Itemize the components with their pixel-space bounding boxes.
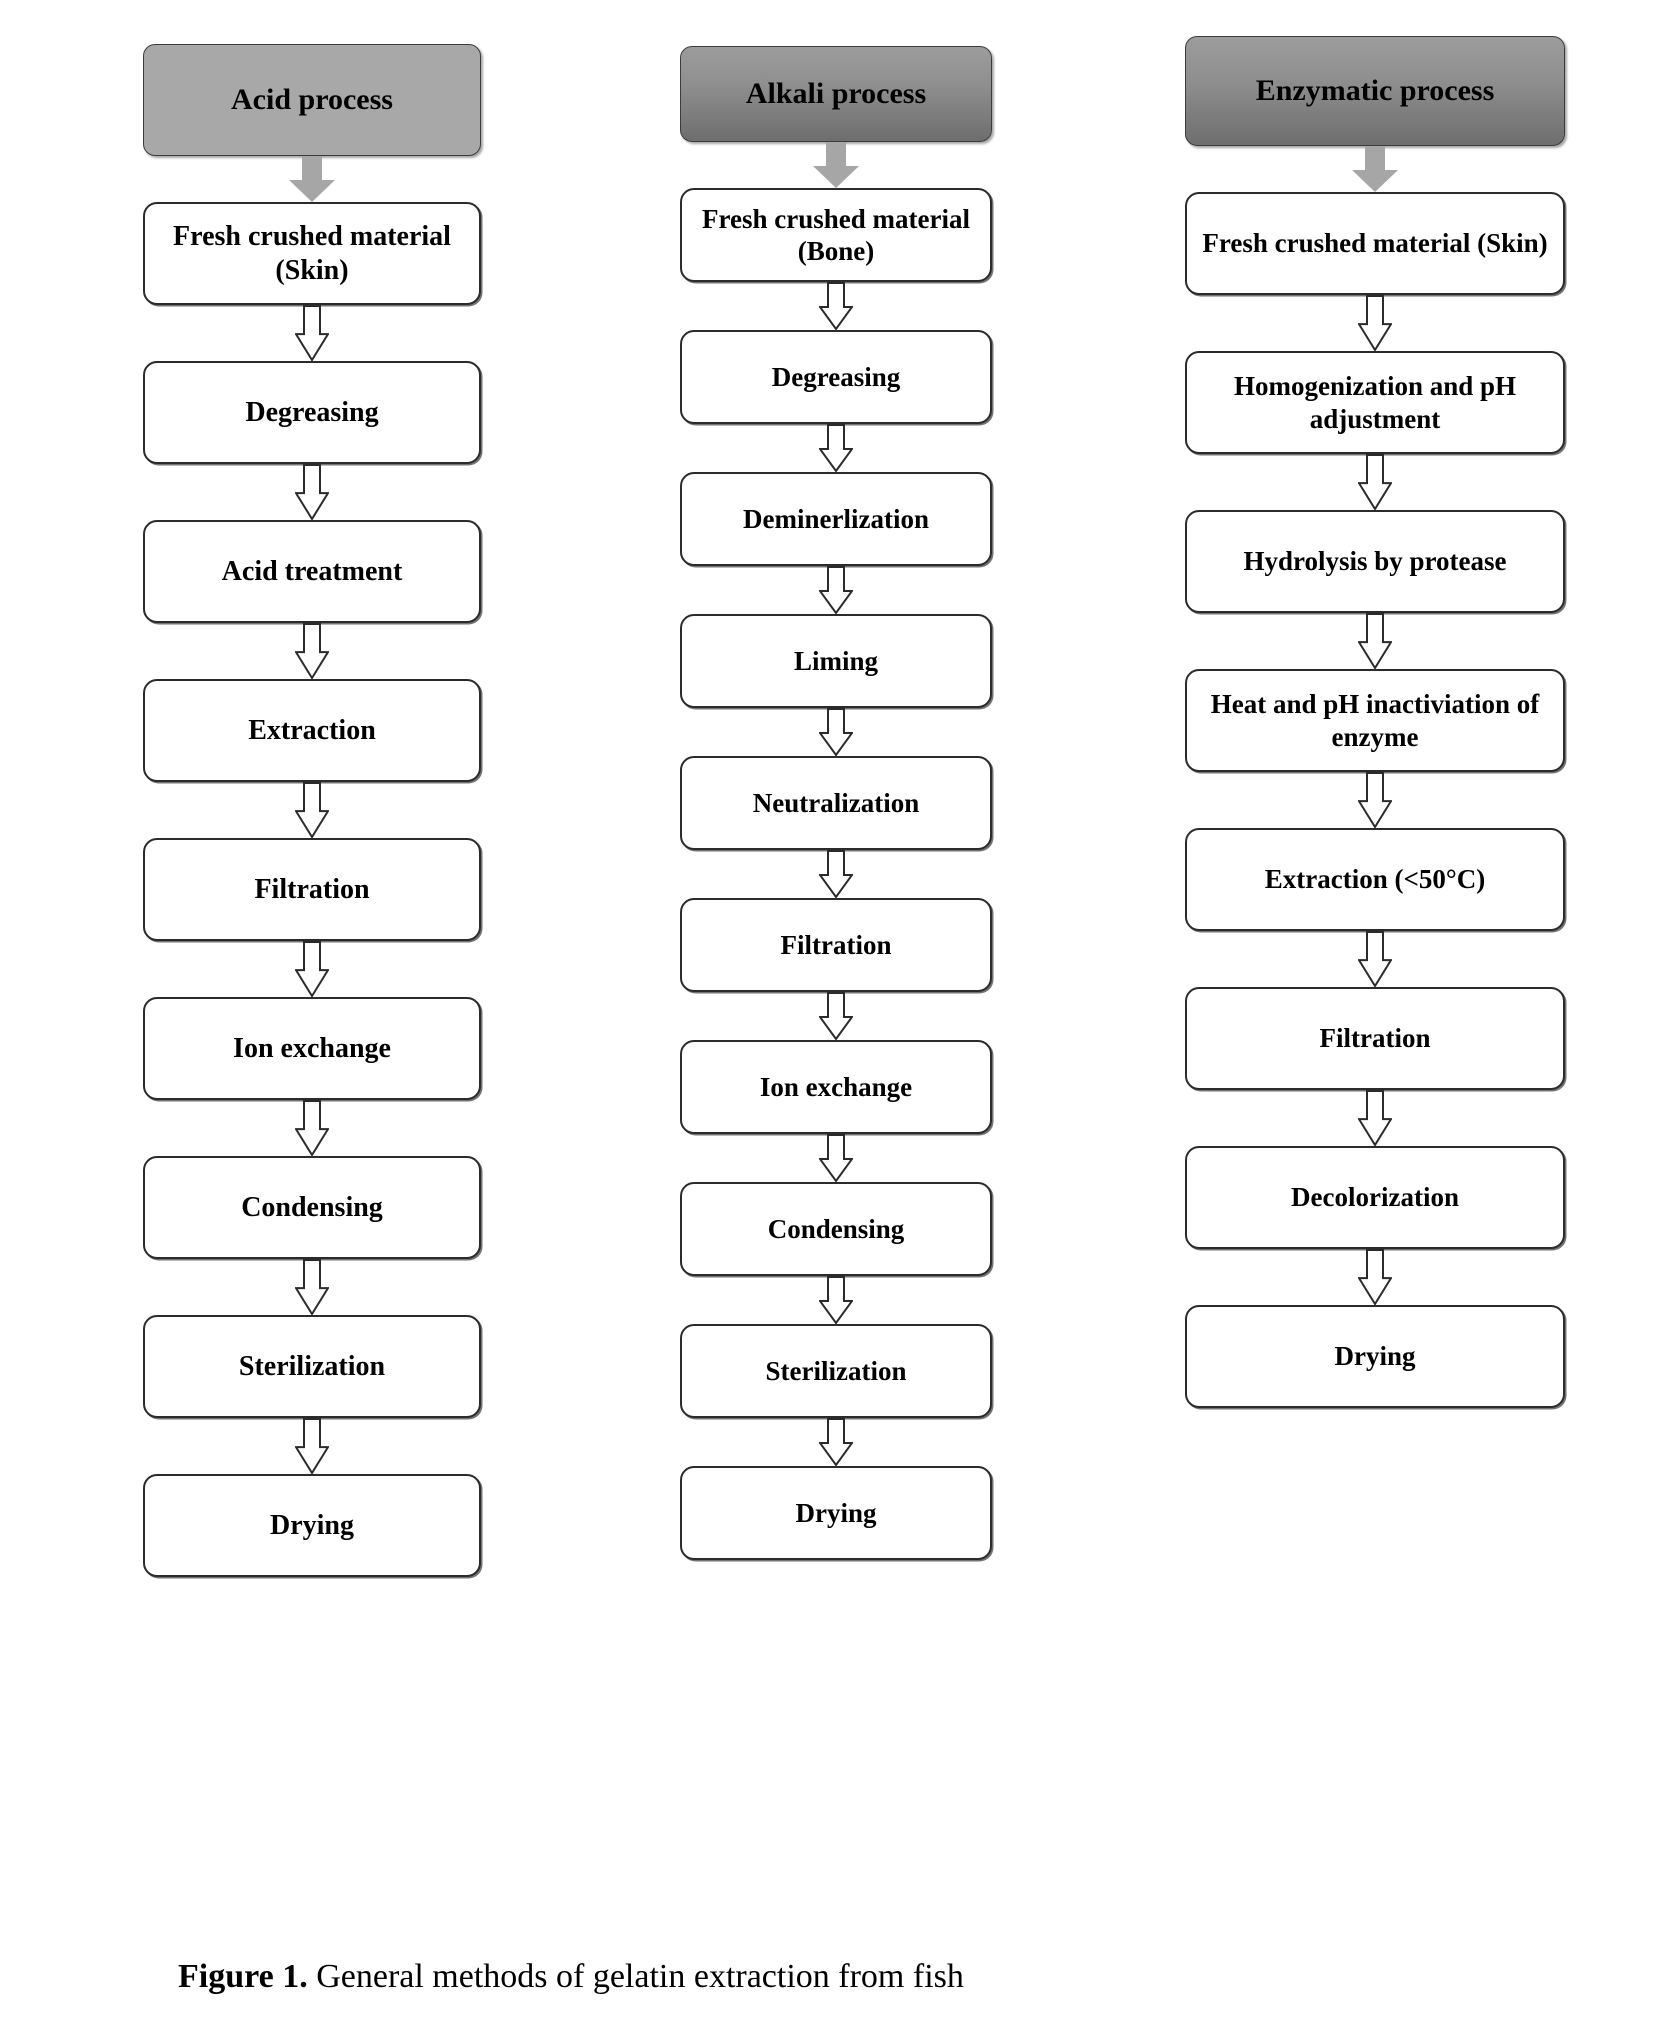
step-arrow-icon [819, 282, 853, 330]
step-box[interactable]: Hydrolysis by protease [1185, 510, 1565, 613]
step-box-label: Sterilization [765, 1355, 907, 1386]
step-box-label: Decolorization [1291, 1182, 1459, 1213]
step-arrow-icon [819, 992, 853, 1040]
step-arrow-icon [1358, 1249, 1392, 1305]
step-arrow-icon [1358, 931, 1392, 987]
process-start-arrow-icon [813, 142, 859, 188]
step-arrow-icon [295, 1259, 329, 1315]
step-box-label: Extraction [248, 714, 376, 746]
step-box[interactable]: Drying [680, 1466, 992, 1560]
step-box[interactable]: Drying [143, 1474, 481, 1577]
step-box-label: Hydrolysis by protease [1243, 546, 1507, 577]
process-start-arrow-icon [289, 156, 335, 202]
step-box[interactable]: Decolorization [1185, 1146, 1565, 1249]
step-box[interactable]: Condensing [143, 1156, 481, 1259]
step-box[interactable]: Degreasing [680, 330, 992, 424]
step-arrow-icon [819, 708, 853, 756]
step-box-label: Ion exchange [233, 1032, 391, 1064]
step-box-label: Homogenization and pH adjustment [1233, 371, 1517, 434]
step-box[interactable]: Ion exchange [680, 1040, 992, 1134]
step-arrow-icon [1358, 295, 1392, 351]
process-start-arrow-icon [1352, 146, 1398, 192]
step-box[interactable]: Fresh crushed material (Bone) [680, 188, 992, 282]
step-box-label: Neutralization [752, 787, 920, 818]
process-column-enzymatic: Enzymatic process Fresh crushed material… [1185, 0, 1565, 1408]
step-box-label: Drying [795, 1497, 877, 1528]
step-box[interactable]: Sterilization [680, 1324, 992, 1418]
step-arrow-icon [295, 1418, 329, 1474]
step-box-label: Ion exchange [759, 1071, 913, 1102]
step-box-label: Deminerlization [743, 503, 929, 534]
step-arrow-icon [1358, 454, 1392, 510]
step-arrow-icon [819, 850, 853, 898]
step-box-label: Degreasing [771, 361, 901, 392]
step-box[interactable]: Drying [1185, 1305, 1565, 1408]
step-box-label: Filtration [780, 929, 892, 960]
step-box-label: Fresh crushed material (Skin) [173, 220, 451, 286]
step-box[interactable]: Filtration [143, 838, 481, 941]
step-box-label: Heat and pH inactiviation of enzyme [1210, 689, 1540, 752]
step-box[interactable]: Condensing [680, 1182, 992, 1276]
step-box-label: Filtration [254, 873, 370, 905]
step-box-label: Fresh crushed material (Skin) [1202, 228, 1548, 259]
step-box[interactable]: Acid treatment [143, 520, 481, 623]
step-box[interactable]: Ion exchange [143, 997, 481, 1100]
process-header-enzymatic[interactable]: Enzymatic process [1185, 36, 1565, 146]
step-box[interactable]: Extraction (<50°C) [1185, 828, 1565, 931]
step-box-label: Drying [1334, 1341, 1416, 1372]
step-box-label: Acid treatment [221, 555, 403, 587]
step-box[interactable]: Liming [680, 614, 992, 708]
step-arrow-icon [819, 1418, 853, 1466]
step-arrow-icon [295, 1100, 329, 1156]
step-box[interactable]: Fresh crushed material (Skin) [1185, 192, 1565, 295]
step-arrow-icon [295, 305, 329, 361]
step-arrow-icon [295, 464, 329, 520]
step-box[interactable]: Filtration [1185, 987, 1565, 1090]
step-box-label: Extraction (<50°C) [1264, 864, 1486, 895]
step-box[interactable]: Filtration [680, 898, 992, 992]
step-arrow-icon [819, 1276, 853, 1324]
step-arrow-icon [819, 1134, 853, 1182]
step-arrow-icon [295, 782, 329, 838]
step-arrow-icon [1358, 772, 1392, 828]
step-arrow-icon [819, 566, 853, 614]
step-box[interactable]: Sterilization [143, 1315, 481, 1418]
step-box[interactable]: Extraction [143, 679, 481, 782]
process-column-alkali: Alkali process Fresh crushed material (B… [680, 0, 992, 1560]
step-box-label: Liming [793, 645, 879, 676]
step-box-label: Drying [270, 1509, 354, 1541]
step-arrow-icon [295, 941, 329, 997]
step-box-label: Condensing [767, 1213, 905, 1244]
step-box[interactable]: Neutralization [680, 756, 992, 850]
process-header-acid[interactable]: Acid process [143, 44, 481, 156]
step-arrow-icon [819, 424, 853, 472]
step-arrow-icon [295, 623, 329, 679]
step-box-label: Condensing [241, 1191, 383, 1223]
figure-caption-label: Figure 1. [178, 1958, 308, 1995]
figure-caption: Figure 1. General methods of gelatin ext… [178, 1958, 964, 1996]
step-box[interactable]: Deminerlization [680, 472, 992, 566]
step-box-label: Degreasing [245, 396, 379, 428]
step-box[interactable]: Heat and pH inactiviation of enzyme [1185, 669, 1565, 772]
step-box[interactable]: Degreasing [143, 361, 481, 464]
figure-caption-text: General methods of gelatin extraction fr… [307, 1958, 964, 1995]
step-box-label: Filtration [1319, 1023, 1431, 1054]
process-column-acid: Acid process Fresh crushed material (Ski… [143, 0, 481, 1577]
step-box[interactable]: Homogenization and pH adjustment [1185, 351, 1565, 454]
step-box[interactable]: Fresh crushed material (Skin) [143, 202, 481, 305]
step-arrow-icon [1358, 613, 1392, 669]
step-arrow-icon [1358, 1090, 1392, 1146]
step-box-label: Sterilization [238, 1350, 386, 1382]
step-box-label: Fresh crushed material (Bone) [702, 203, 970, 266]
process-header-alkali[interactable]: Alkali process [680, 46, 992, 142]
